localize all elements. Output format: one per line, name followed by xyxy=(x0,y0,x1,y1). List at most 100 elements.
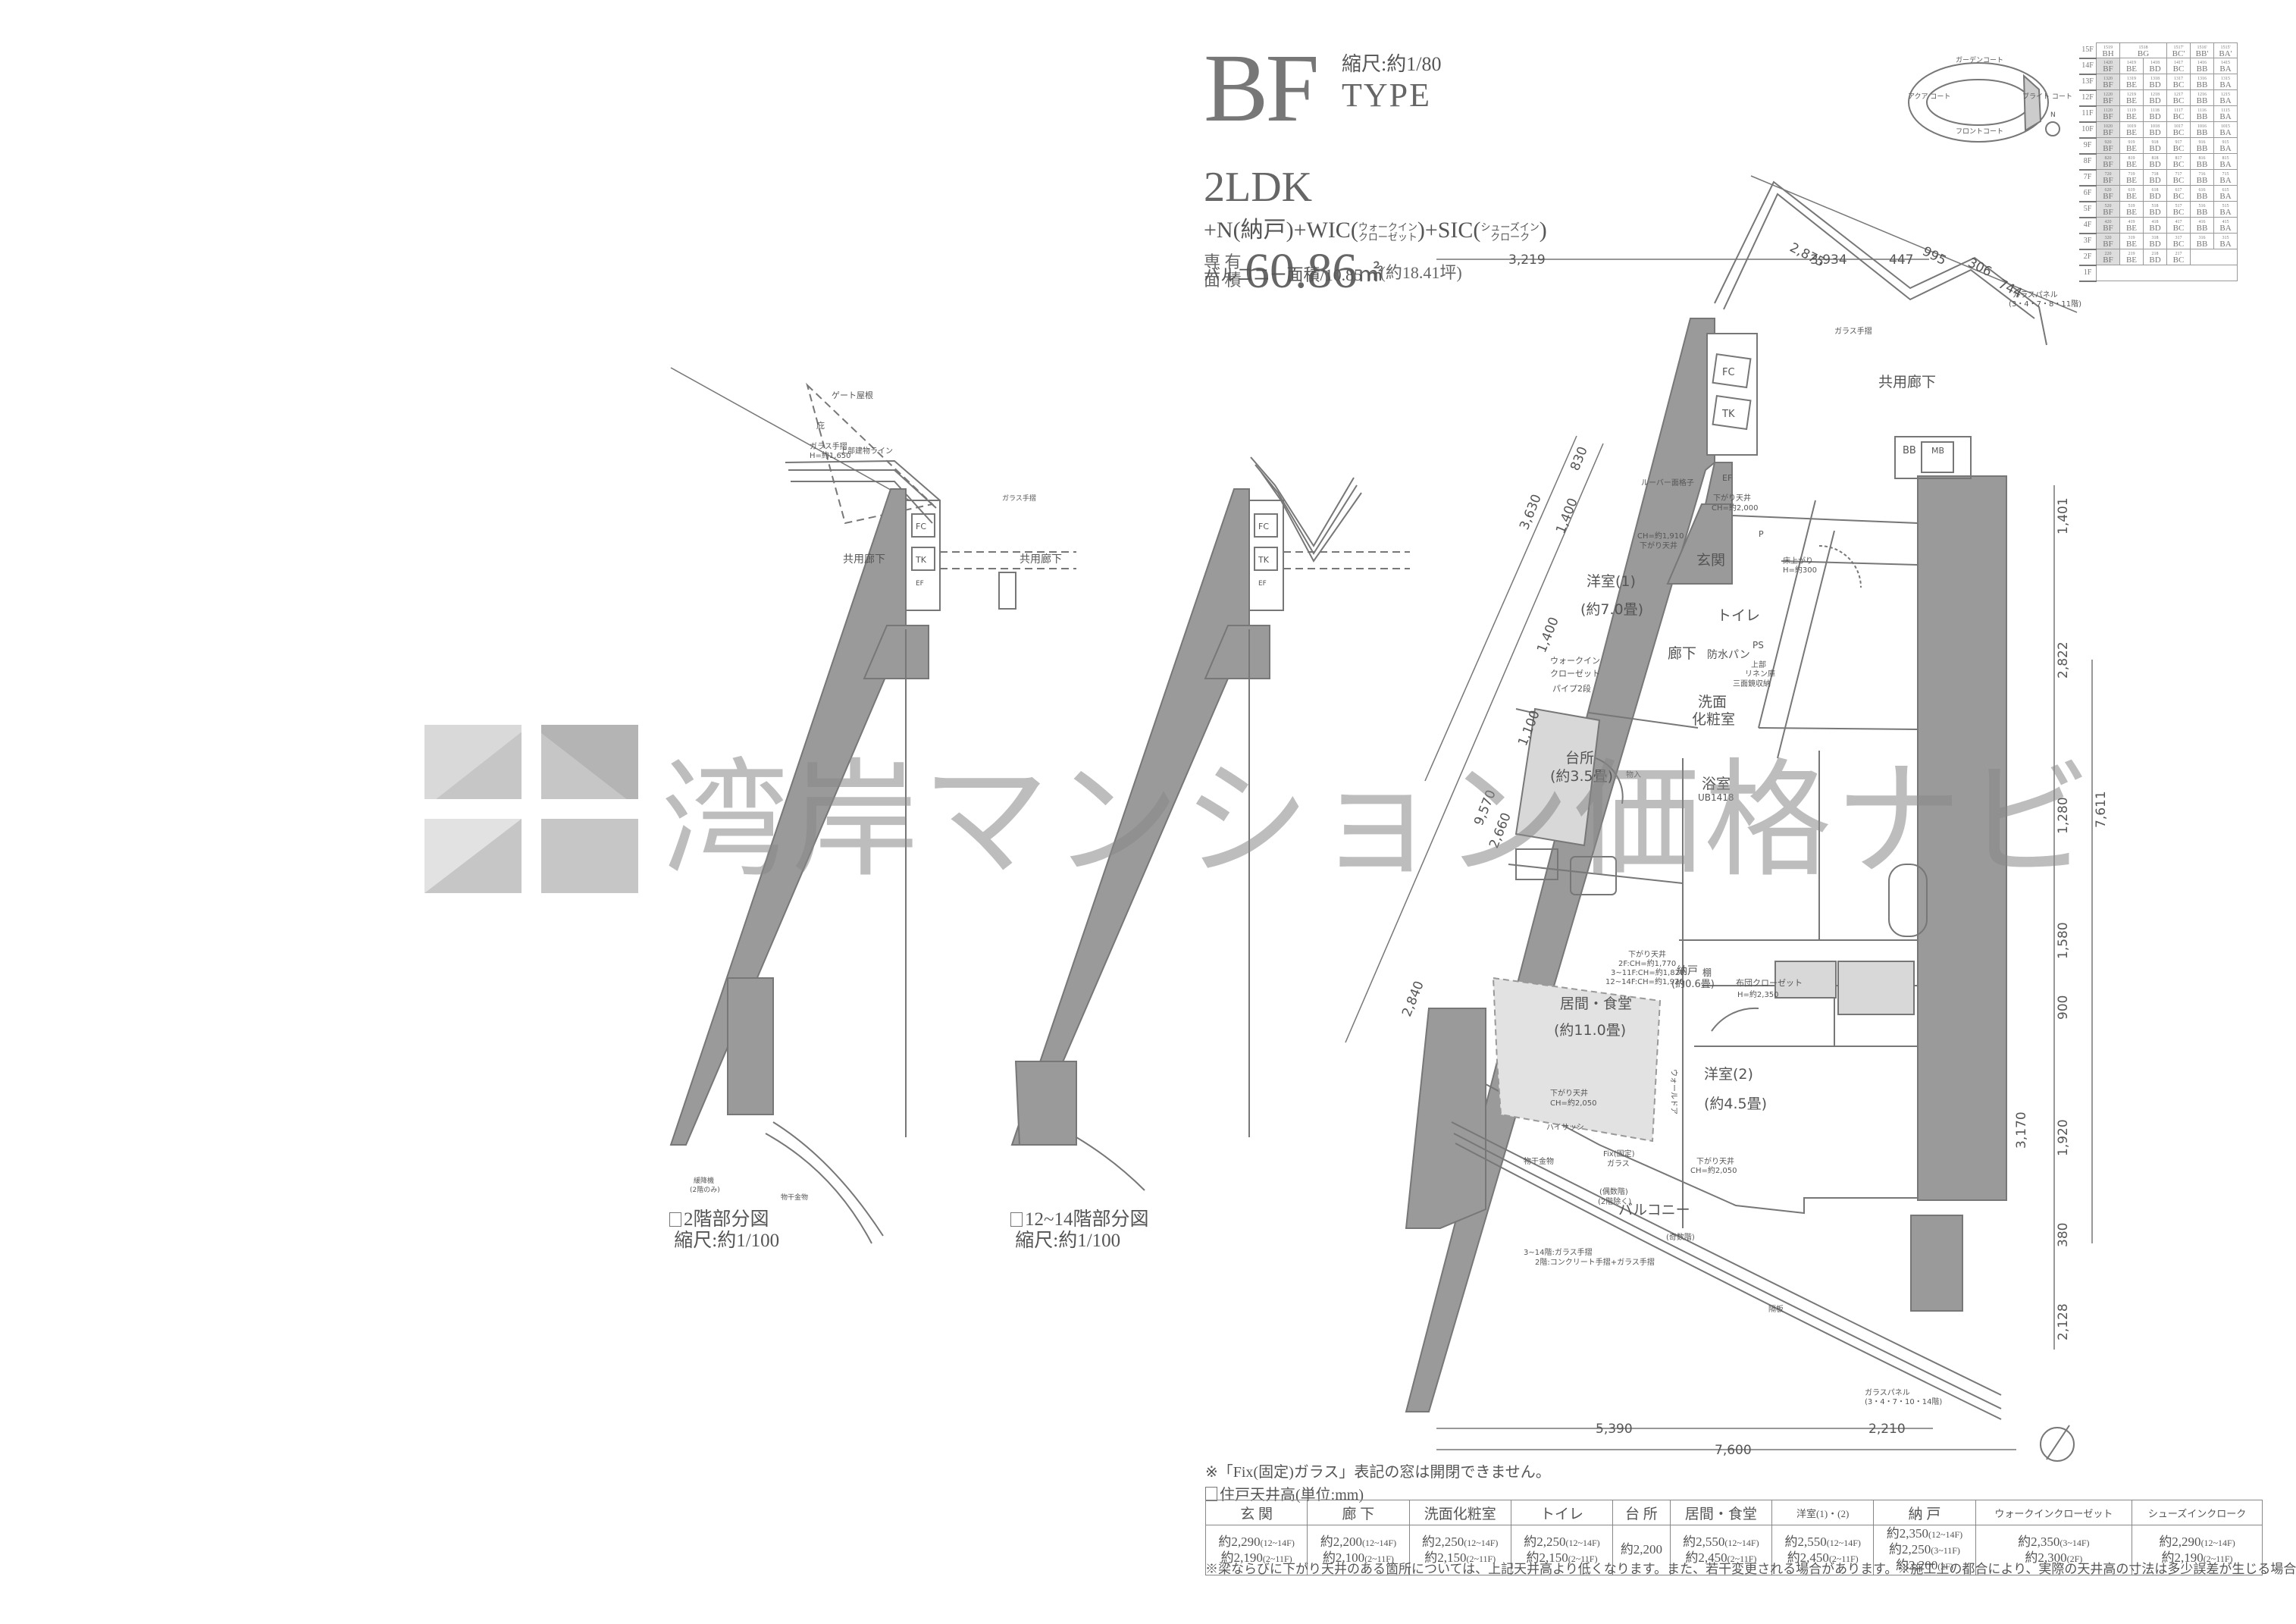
caption-2f-scale: 縮尺:約1/100 xyxy=(674,1230,780,1251)
unit-number: 417 xyxy=(2175,220,2182,224)
ceiling-height: 約2,350 xyxy=(2018,1534,2060,1549)
note-glass-panel-bottom-floors: (3・4・7・10・14階) xyxy=(1865,1397,1942,1406)
ceiling-floors: (2F) xyxy=(2066,1553,2083,1564)
ceiling-floors: (12~14F) xyxy=(2200,1537,2235,1548)
room-washroom-1: 洗面 xyxy=(1698,694,1727,710)
unit-number: 718 xyxy=(2151,172,2159,177)
ceiling-header: 玄 関 xyxy=(1204,1500,1308,1525)
ceiling-value: 約2,290(12~14F)約2,190(2~11F) xyxy=(1204,1525,1308,1575)
unit-number: 317 xyxy=(2175,236,2182,240)
label-escape-device: 緩降機 xyxy=(694,1176,714,1185)
ceiling-floors: (12~14F) xyxy=(1928,1529,1963,1540)
option-n: +N(納戸) xyxy=(1204,218,1294,243)
room-western-2: 洋室(2) xyxy=(1704,1066,1753,1083)
note-linen-2: リネン庫 xyxy=(1745,669,1775,679)
unit-number: 920 xyxy=(2104,140,2112,145)
unit-type: BE xyxy=(2125,256,2138,265)
unit-type: BD xyxy=(2149,128,2161,137)
unit-number: 1017 xyxy=(2174,124,2183,129)
common-corridor-label: 共用廊下 xyxy=(1878,374,1936,390)
note-entrance-ceiling: 下がり天井 xyxy=(1713,493,1751,503)
dim-top: 995 xyxy=(1920,244,1949,269)
unit-type: BB xyxy=(2196,224,2208,233)
note-linen-1: 上部 xyxy=(1751,660,1766,669)
ceiling-floors: (2~11F) xyxy=(1828,1553,1859,1564)
unit-type: BF xyxy=(2103,240,2113,249)
unit-number: 1316 xyxy=(2197,77,2207,81)
room-wic-1: ウォークイン xyxy=(1550,656,1600,666)
room-entrance: 玄関 xyxy=(1696,552,1725,569)
unit-number: 1515' xyxy=(2220,45,2231,50)
unit-type: BE xyxy=(2125,240,2138,249)
unit-type: BA xyxy=(2219,96,2232,105)
ceiling-floors: (12~14F) xyxy=(1565,1537,1600,1548)
unit-number: 219 xyxy=(2128,252,2135,256)
caption-2f-title: 2階部分図 xyxy=(684,1209,769,1230)
unit-number: 516 xyxy=(2198,204,2206,208)
unit-number: 416 xyxy=(2198,220,2206,224)
note-even-floor: (偶数階) xyxy=(1599,1187,1628,1196)
ceiling-floors: (2F) xyxy=(1937,1561,1953,1572)
room-wic-2: クローゼット xyxy=(1550,669,1600,679)
ceiling-floors: (2~11F) xyxy=(1262,1553,1292,1564)
dim-right: 380 xyxy=(2056,1223,2071,1247)
unit-number: 1215 xyxy=(2221,92,2230,97)
unit-type: BF xyxy=(2103,128,2113,137)
unit-number: 1318 xyxy=(2150,77,2160,81)
area-unit: ㎡ xyxy=(1357,262,1380,287)
unit-type: BF xyxy=(2103,96,2113,105)
room-bath: 浴室 xyxy=(1702,776,1731,792)
bb-label: BB xyxy=(1903,445,1916,456)
unit-type: BA xyxy=(2219,192,2232,201)
ceiling-value: 約2,350(3~14F)約2,300(2F) xyxy=(1975,1525,2133,1575)
floor-label: 7F xyxy=(2079,169,2097,187)
label-tk-2f: TK xyxy=(915,555,927,565)
unit-number: 717 xyxy=(2175,172,2182,177)
unit-type: BB xyxy=(2196,80,2208,89)
floor-label: 10F xyxy=(2079,121,2097,139)
unit-type: BC xyxy=(2172,128,2185,137)
floor-label: 12F xyxy=(2079,89,2097,107)
unit-type: BB xyxy=(2196,192,2208,201)
note-living-ceiling: 下がり天井 xyxy=(1550,1088,1588,1098)
futon-closet: 布団クローゼット xyxy=(1736,978,1803,988)
unit-number: 1219 xyxy=(2127,92,2136,97)
pipe-shelf: パイプ2段 xyxy=(1552,683,1591,694)
room-kitchen: 台所 xyxy=(1565,750,1594,767)
ceiling-header: トイレ xyxy=(1510,1500,1614,1525)
ceiling-floors: (12~14F) xyxy=(1260,1537,1295,1548)
floor-label: 13F xyxy=(2079,74,2097,91)
unit-number: 1216 xyxy=(2197,92,2207,97)
note-storage-ceiling-0: 下がり天井 xyxy=(1628,949,1666,959)
unit-number: 715 xyxy=(2222,172,2229,177)
unit-number: 716 xyxy=(2198,172,2206,177)
key-plan xyxy=(1908,62,2060,143)
label-fc-2f: FC xyxy=(916,522,926,531)
unit-number: 720 xyxy=(2104,172,2112,177)
unit-number: 1115 xyxy=(2221,108,2230,113)
unit-number: 1418 xyxy=(2150,61,2160,65)
unit-number: 1319 xyxy=(2127,77,2136,81)
unit-cell: 1517'BC' xyxy=(2166,42,2191,58)
option-wic: +WIC( xyxy=(1293,218,1358,243)
ceiling-height: 約2,250 xyxy=(1421,1534,1464,1549)
unit-number: 1519 xyxy=(2103,45,2113,50)
ceiling-value: 約2,250(12~14F)約2,150(2~11F) xyxy=(1408,1525,1511,1575)
unit-number: 1020 xyxy=(2103,124,2113,129)
note-laundry: 物干金物 xyxy=(1524,1156,1554,1166)
unit-number: 1415 xyxy=(2221,61,2230,65)
label-common-corridor-2f: 共用廊下 xyxy=(843,553,885,566)
option-sic: )+SIC( xyxy=(1417,218,1481,243)
ceiling-floors: (12~14F) xyxy=(1464,1537,1499,1548)
